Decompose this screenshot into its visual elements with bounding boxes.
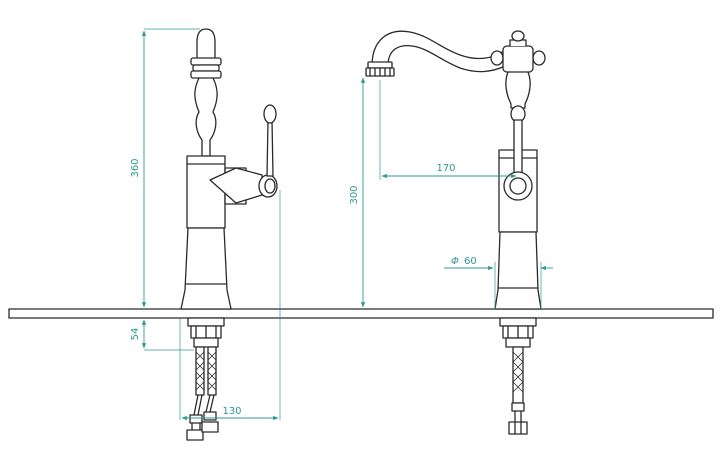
front-aerator <box>367 61 393 69</box>
dim-170-label: 170 <box>436 163 455 174</box>
front-spout-top <box>371 30 506 67</box>
front-spout-bottom <box>387 44 506 73</box>
faucet-side-view <box>180 28 278 441</box>
side-top-finial <box>196 28 216 59</box>
side-body-upper <box>186 155 226 229</box>
front-body-lower <box>494 231 542 310</box>
dim-300-label: 300 <box>349 185 360 204</box>
dim-360-label: 360 <box>130 158 141 177</box>
front-handle-lever <box>513 119 523 179</box>
side-handle-lever <box>266 119 274 177</box>
countertop <box>8 308 714 319</box>
side-neck <box>194 77 218 157</box>
side-body-lower <box>180 227 232 310</box>
dim-handle-offset: 130 <box>179 190 281 421</box>
front-neck <box>505 71 531 109</box>
dim-spout-reach: 170 <box>379 80 517 180</box>
dim-130-label: 130 <box>222 406 241 417</box>
side-hoses <box>186 346 219 441</box>
dim-overall-height: 360 <box>130 28 200 308</box>
dim-below-counter: 54 <box>130 319 194 351</box>
dim-base-diameter: Φ 60 <box>444 256 553 309</box>
dim-spout-height: 300 <box>349 77 366 308</box>
dim-60-label: 60 <box>464 256 477 267</box>
front-hose <box>508 346 528 435</box>
front-head <box>502 45 534 73</box>
faucet-front-view <box>365 30 546 435</box>
dim-diameter-symbol: Φ <box>451 256 459 267</box>
dim-54-label: 54 <box>130 328 141 341</box>
